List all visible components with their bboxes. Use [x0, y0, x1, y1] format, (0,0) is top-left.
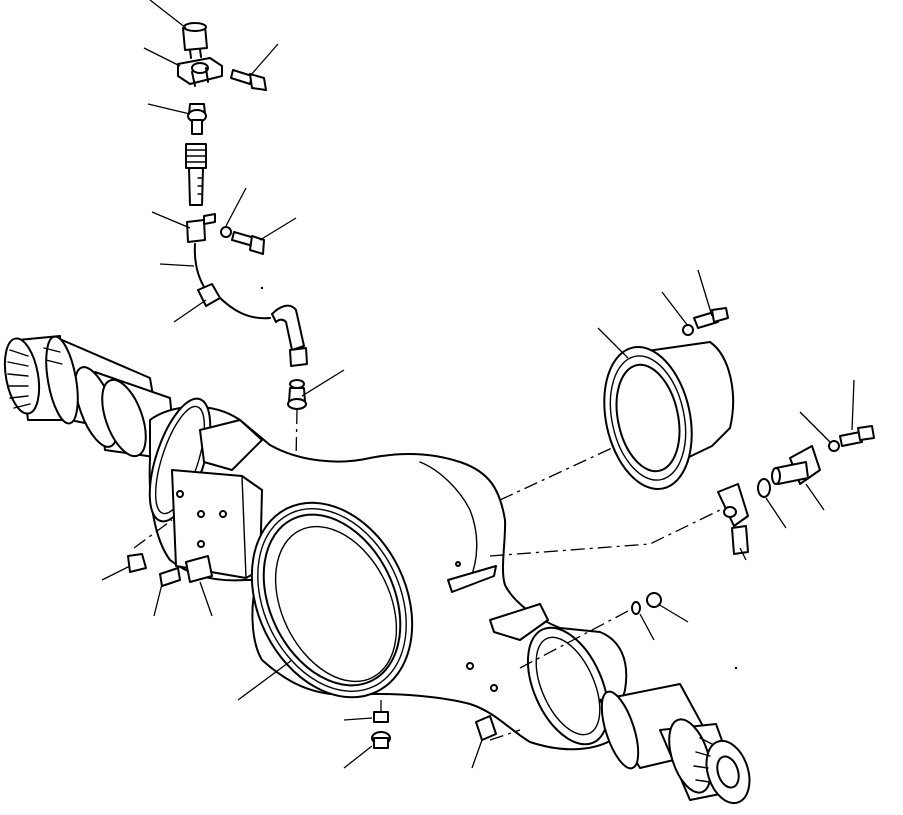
breather-plug-bottom: [475, 715, 497, 741]
sensor-bracket-bolt: [828, 425, 875, 452]
pipe-clamp: [186, 213, 216, 243]
level-plug: [371, 711, 391, 749]
drain-plug-right: [631, 592, 662, 615]
filler-plug: [127, 553, 147, 573]
threaded-pipe: [185, 143, 207, 206]
breather-cap: [182, 22, 208, 59]
bracket-bolt: [230, 69, 267, 91]
speed-sensor: [717, 483, 749, 555]
housing-cover-flange: [603, 341, 734, 490]
mounting-bracket: [177, 57, 223, 87]
assembly-center-lines: [133, 286, 738, 741]
o-ring: [757, 478, 771, 498]
breather-hose: [193, 243, 308, 367]
hose-fitting: [287, 379, 307, 461]
connector-fitting: [187, 103, 207, 135]
right-axle-shaft: [599, 683, 751, 805]
leader-lines: [101, 0, 855, 769]
axle-housing: [148, 397, 628, 751]
cover-plate: [159, 555, 213, 587]
clamp-bolt: [220, 226, 265, 255]
sensor-plate: [771, 445, 821, 485]
cover-bolt: [682, 307, 729, 336]
